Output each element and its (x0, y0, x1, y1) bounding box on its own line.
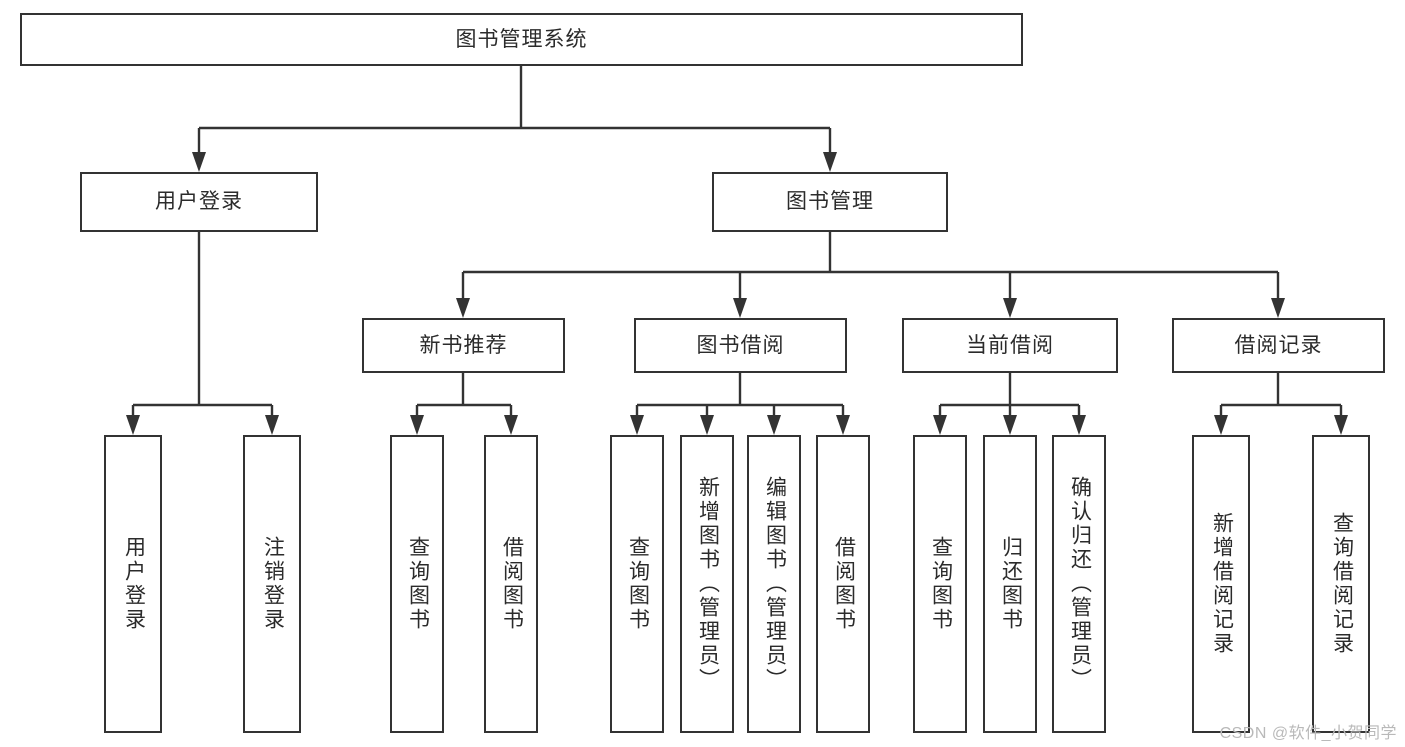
node-leaf-query-book-rec[interactable]: 查询图书 (390, 435, 444, 733)
node-book-management[interactable]: 图书管理 (712, 172, 948, 232)
node-leaf-query-book-current[interactable]: 查询图书 (913, 435, 967, 733)
node-label: 编辑图书（管理员） (763, 476, 787, 692)
node-leaf-borrow-book-rec[interactable]: 借阅图书 (484, 435, 538, 733)
node-leaf-query-borrow-record[interactable]: 查询借阅记录 (1312, 435, 1370, 733)
node-leaf-user-login[interactable]: 用户登录 (104, 435, 162, 733)
node-label: 当前借阅 (966, 333, 1054, 357)
node-label: 图书借阅 (696, 333, 785, 357)
node-label: 查询图书 (406, 536, 430, 632)
node-label: 图书管理 (786, 190, 874, 214)
node-label: 确认归还（管理员） (1068, 476, 1092, 692)
node-label: 新书推荐 (419, 333, 508, 357)
node-label: 用户登录 (155, 190, 243, 214)
node-borrowing-records[interactable]: 借阅记录 (1172, 318, 1385, 373)
node-book-borrowing[interactable]: 图书借阅 (634, 318, 847, 373)
node-leaf-add-book-admin[interactable]: 新增图书（管理员） (680, 435, 734, 733)
node-label: 图书管理系统 (455, 27, 588, 51)
node-leaf-confirm-return-admin[interactable]: 确认归还（管理员） (1052, 435, 1106, 733)
node-leaf-borrow-book[interactable]: 借阅图书 (816, 435, 870, 733)
node-label: 借阅图书 (500, 536, 524, 632)
node-label: 借阅记录 (1234, 333, 1323, 357)
node-new-book-recommendation[interactable]: 新书推荐 (362, 318, 565, 373)
node-label: 注销登录 (261, 536, 285, 632)
node-leaf-return-book[interactable]: 归还图书 (983, 435, 1037, 733)
node-label: 归还图书 (999, 536, 1023, 632)
node-current-borrowing[interactable]: 当前借阅 (902, 318, 1118, 373)
node-label: 查询图书 (929, 536, 953, 632)
node-leaf-edit-book-admin[interactable]: 编辑图书（管理员） (747, 435, 801, 733)
node-user-login[interactable]: 用户登录 (80, 172, 318, 232)
node-leaf-logout[interactable]: 注销登录 (243, 435, 301, 733)
node-label: 新增图书（管理员） (696, 476, 720, 692)
node-leaf-add-borrow-record[interactable]: 新增借阅记录 (1192, 435, 1250, 733)
node-leaf-query-book-borrow[interactable]: 查询图书 (610, 435, 664, 733)
watermark: CSDN @软件_小贺同学 (1219, 725, 1397, 742)
node-root-system[interactable]: 图书管理系统 (20, 13, 1023, 66)
node-label: 查询图书 (626, 536, 650, 632)
node-label: 借阅图书 (832, 536, 856, 632)
node-label: 新增借阅记录 (1210, 512, 1234, 656)
node-label: 查询借阅记录 (1330, 512, 1354, 656)
node-label: 用户登录 (122, 536, 146, 632)
